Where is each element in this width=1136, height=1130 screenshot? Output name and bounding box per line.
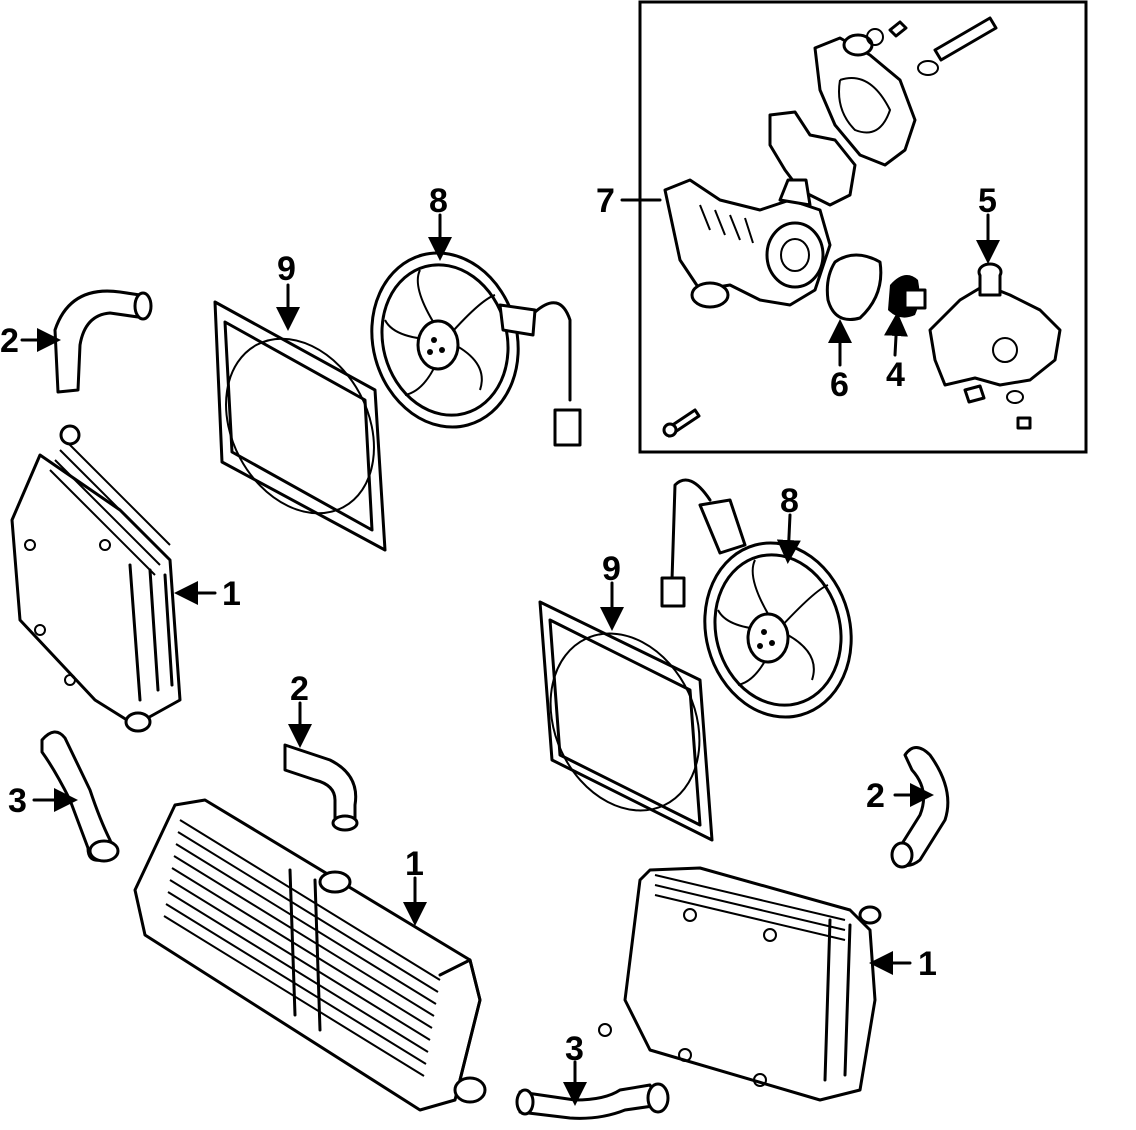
radiator-top-left xyxy=(10,424,182,733)
callout-8-right: 8 xyxy=(780,482,799,520)
radiator-right xyxy=(598,866,882,1102)
hose-center xyxy=(283,743,359,832)
callout-labels: 2 9 8 1 2 3 1 3 2 1 8 9 7 5 4 6 xyxy=(0,182,997,1068)
fan-left xyxy=(370,251,582,447)
hose-right xyxy=(890,746,950,869)
hose-left xyxy=(40,730,120,863)
radiator-center xyxy=(133,798,487,1112)
callout-1-center: 1 xyxy=(405,845,424,883)
callout-8-top: 8 xyxy=(429,182,448,220)
callout-4: 4 xyxy=(886,356,905,394)
thermostat-part xyxy=(888,275,927,318)
callout-7: 7 xyxy=(596,182,615,220)
water-pump-detail-box xyxy=(638,0,1088,454)
hose-top-left xyxy=(53,289,153,394)
callout-9-right: 9 xyxy=(602,550,621,588)
callout-1-right: 1 xyxy=(918,945,937,983)
callout-9-top: 9 xyxy=(277,250,296,288)
callout-2-top-left: 2 xyxy=(0,322,19,360)
callout-3-bottom: 3 xyxy=(565,1030,584,1068)
hose-bottom xyxy=(515,1082,670,1120)
callout-2-center: 2 xyxy=(290,670,309,708)
callout-1-left: 1 xyxy=(222,575,241,613)
callout-2-right: 2 xyxy=(866,777,885,815)
callout-5: 5 xyxy=(978,182,997,220)
leader-lines xyxy=(20,198,1000,1106)
callout-6: 6 xyxy=(830,366,849,404)
fan-right xyxy=(660,478,853,719)
fan-shroud-left xyxy=(213,300,387,552)
callout-3-left: 3 xyxy=(8,782,27,820)
fan-shroud-right xyxy=(538,600,714,842)
